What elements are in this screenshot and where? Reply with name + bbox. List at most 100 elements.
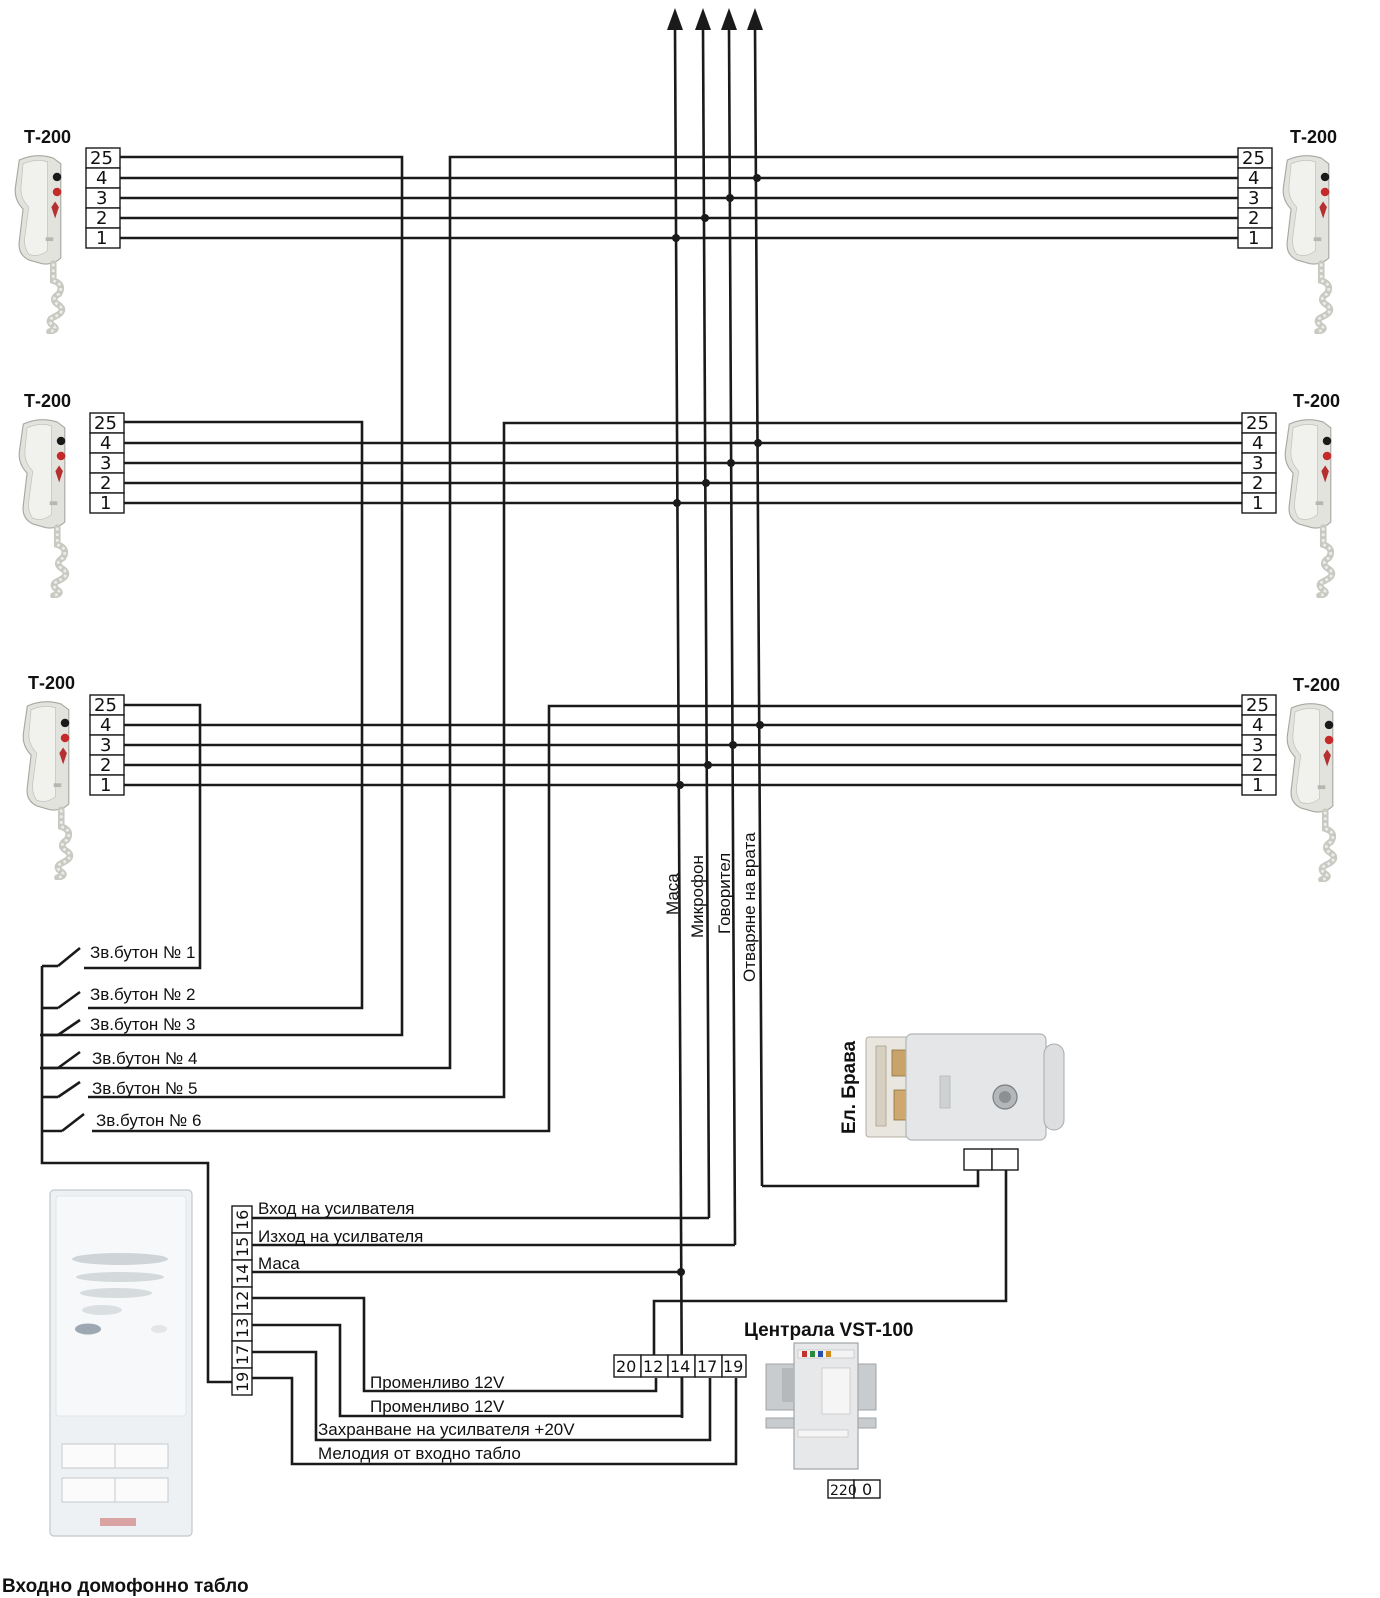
panel-wiring: [252, 1170, 1008, 1466]
svg-text:19: 19: [233, 1372, 252, 1392]
riser-labels: Маса Микрофон Говорител Отваряне на врат…: [663, 832, 759, 982]
lock-title: Ел. Брава: [839, 1040, 860, 1134]
wire-label-amp-output: Изход на усилвателя: [258, 1227, 423, 1246]
call-button-labels: Зв.бутон № 1 Зв.бутон № 2 Зв.бутон № 3 З…: [90, 943, 201, 1130]
call-button-1-label: Зв.бутон № 1: [90, 943, 195, 962]
handset-model-label: Т-200: [28, 673, 75, 693]
svg-text:2: 2: [100, 473, 111, 494]
svg-text:3: 3: [1252, 735, 1263, 756]
svg-text:220: 220: [830, 1483, 857, 1499]
terminal-block-right-1: 25 4 3 2 1: [1237, 147, 1273, 249]
svg-text:25: 25: [94, 413, 117, 434]
handset-model-label: Т-200: [1290, 127, 1337, 147]
handset-right-2: Т-200: [1285, 391, 1340, 596]
panel-wire-labels: Вход на усилвателя Изход на усилвателя М…: [258, 1199, 575, 1463]
svg-text:25: 25: [1246, 695, 1269, 716]
svg-text:15: 15: [233, 1237, 252, 1257]
handset-left-2: Т-200: [19, 391, 71, 596]
wire-label-melody: Мелодия от входно табло: [318, 1444, 521, 1463]
svg-text:16: 16: [233, 1210, 252, 1230]
terminal-block-left-2: 25 4 3 2 1: [89, 412, 125, 514]
floor-2-wires: [88, 420, 1244, 1099]
electric-lock: Ел. Брава: [839, 1033, 1065, 1171]
floor-1-wires: [40, 155, 1240, 1070]
svg-text:2: 2: [1252, 473, 1263, 494]
wire-label-amp-input: Вход на усилвателя: [258, 1199, 415, 1218]
svg-text:1: 1: [1252, 493, 1263, 514]
svg-text:4: 4: [96, 168, 107, 189]
svg-text:14: 14: [670, 1357, 690, 1376]
call-button-5-label: Зв.бутон № 5: [92, 1079, 197, 1098]
svg-text:3: 3: [96, 188, 107, 209]
riser-speaker: [727, 27, 737, 1246]
riser-label-ground: Маса: [663, 873, 682, 915]
riser-microphone: [701, 27, 711, 1219]
svg-text:4: 4: [1252, 433, 1263, 454]
riser-label-speaker: Говорител: [715, 853, 734, 934]
handset-right-1: Т-200: [1283, 127, 1337, 332]
call-button-3-label: Зв.бутон № 3: [90, 1015, 195, 1034]
riser-label-microphone: Микрофон: [688, 855, 707, 938]
call-button-2-label: Зв.бутон № 2: [90, 985, 195, 1004]
riser-ground: [673, 27, 684, 1419]
svg-text:1: 1: [100, 493, 111, 514]
entrance-panel: Входно домофонно табло: [2, 1189, 249, 1597]
terminal-block-left-3: 25 4 3 2 1: [89, 694, 125, 796]
svg-text:19: 19: [723, 1357, 743, 1376]
handset-left-1: Т-200: [15, 127, 71, 332]
svg-text:4: 4: [1248, 168, 1259, 189]
svg-text:1: 1: [1252, 775, 1263, 796]
button-bus: [40, 946, 232, 1384]
terminal-block-left-1: 25 4 3 2 1: [85, 147, 121, 249]
call-button-4-label: Зв.бутон № 4: [92, 1049, 197, 1068]
svg-text:25: 25: [94, 695, 117, 716]
svg-text:25: 25: [1246, 413, 1269, 434]
wire-label-amp-supply: Захранване на усилвателя +20V: [318, 1420, 575, 1439]
svg-text:0: 0: [862, 1480, 872, 1499]
wire-label-ac-12v-b: Променливо 12V: [370, 1397, 505, 1416]
panel-terminal-strip: 16 15 14 12 13 17 19: [231, 1205, 253, 1396]
svg-text:25: 25: [1242, 148, 1265, 169]
svg-text:4: 4: [100, 715, 111, 736]
svg-text:2: 2: [1248, 208, 1259, 229]
svg-text:12: 12: [643, 1357, 663, 1376]
svg-text:12: 12: [233, 1291, 252, 1311]
svg-text:20: 20: [616, 1357, 636, 1376]
svg-text:3: 3: [100, 453, 111, 474]
riser-arrows: [667, 8, 763, 30]
svg-text:17: 17: [233, 1345, 252, 1365]
svg-text:1: 1: [100, 775, 111, 796]
svg-text:17: 17: [697, 1357, 717, 1376]
svg-text:3: 3: [1248, 188, 1259, 209]
handset-model-label: Т-200: [1293, 675, 1340, 695]
svg-text:4: 4: [100, 433, 111, 454]
svg-text:4: 4: [1252, 715, 1263, 736]
svg-text:14: 14: [233, 1264, 252, 1284]
handset-model-label: Т-200: [1293, 391, 1340, 411]
riser-wires: [673, 27, 764, 1419]
call-button-6-label: Зв.бутон № 6: [96, 1111, 201, 1130]
wire-label-ac-12v-a: Променливо 12V: [370, 1373, 505, 1392]
entrance-panel-title: Входно домофонно табло: [2, 1576, 249, 1597]
handset-left-3: Т-200: [23, 673, 75, 878]
svg-text:3: 3: [100, 735, 111, 756]
terminal-block-right-2: 25 4 3 2 1: [1241, 412, 1277, 514]
svg-text:3: 3: [1252, 453, 1263, 474]
terminal-block-right-3: 25 4 3 2 1: [1241, 694, 1277, 796]
riser-door-open: [753, 27, 764, 1187]
svg-text:2: 2: [1252, 755, 1263, 776]
handset-model-label: Т-200: [24, 391, 71, 411]
svg-text:13: 13: [233, 1318, 252, 1338]
floor-3-wires: [84, 703, 1244, 1133]
svg-text:1: 1: [1248, 228, 1259, 249]
handset-right-3: Т-200: [1287, 675, 1340, 880]
svg-text:2: 2: [100, 755, 111, 776]
svg-text:2: 2: [96, 208, 107, 229]
central-title: Централа VST-100: [744, 1320, 913, 1341]
svg-text:1: 1: [96, 228, 107, 249]
riser-label-door-open: Отваряне на врата: [740, 832, 759, 982]
svg-text:25: 25: [90, 148, 113, 169]
handset-model-label: Т-200: [24, 127, 71, 147]
wire-label-ground: Маса: [258, 1254, 300, 1273]
